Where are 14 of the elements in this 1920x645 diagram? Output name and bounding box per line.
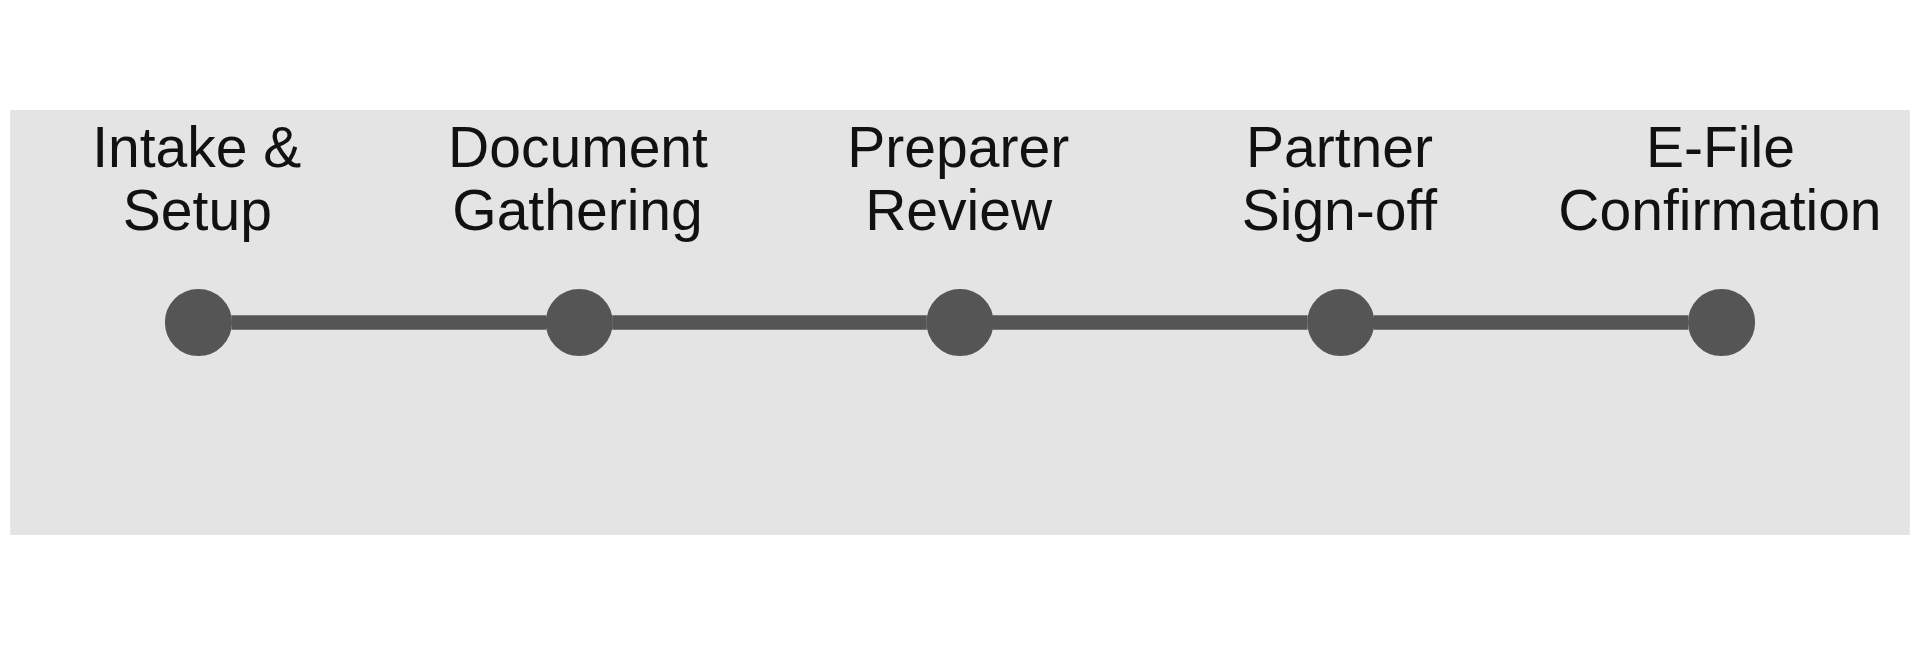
node-circle <box>1688 289 1756 356</box>
connector <box>993 315 1308 330</box>
node-circle <box>164 289 232 356</box>
node-label: Preparer Review <box>847 115 1070 242</box>
node-circle <box>545 289 613 356</box>
connector <box>231 315 547 330</box>
node-circle <box>1307 289 1375 356</box>
node-label: E-File Confirmation <box>1558 115 1882 242</box>
connector <box>1373 315 1689 330</box>
node-label: Document Gathering <box>448 115 708 242</box>
connector <box>612 315 927 330</box>
node-label: Intake & Setup <box>92 115 302 242</box>
node-label: Partner Sign-off <box>1241 115 1438 242</box>
node-circle <box>926 289 994 356</box>
